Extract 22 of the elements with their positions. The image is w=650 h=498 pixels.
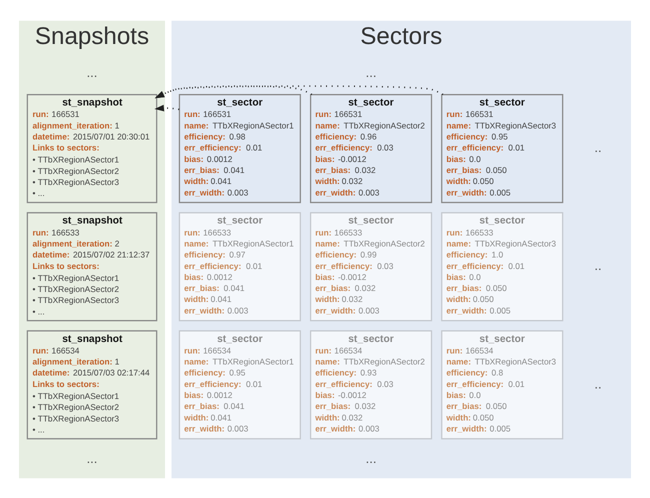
node-box: st_sector run: 166533 name: TTbXRegionASector3 efficiency: 1.0 err_efficiency: 0.01 bias: 0.0 err_bias: 0.050 width: 0.050 err_width: 0.005 [441,212,564,321]
node-box: st_snapshot run: 166533 alignment_iteration: 2 datetime: 2015/07/02 21:12:37 Links to sectors: • TTbXRegionASector1 • TTbXRegionASector2 • TTbXRegionASector3 • ... [26,212,158,321]
node-box: st_sector run: 166533 name: TTbXRegionASector2 efficiency: 0.99 err_efficiency: 0.03 bias: -0.0012 err_bias: 0.032 width: 0.032 err_width: 0.003 [310,212,432,321]
arrow [154,104,180,111]
node-box: st_sector run: 166531 name: TTbXRegionASector1 efficiency: 0.98 err_efficiency: 0.01 bias: 0.0012 err_bias: 0.041 width: 0.041 err_width: 0.003 [178,94,301,203]
node-box: st_sector run: 166534 name: TTbXRegionASector2 efficiency: 0.93 err_efficiency: 0.03 bias: -0.0012 err_bias: 0.032 width: 0.032 err_width: 0.003 [310,330,432,439]
label: ... [366,450,376,466]
label: .. [594,376,602,391]
arrow [154,84,444,98]
label: ... [366,64,376,80]
node-box: st_sector run: 166531 name: TTbXRegionASector2 efficiency: 0.96 err_efficiency: 0.03 bias: -0.0012 err_bias: 0.032 width: 0.032 err_width: 0.003 [310,94,432,203]
label: .. [594,258,602,273]
node-box: st_snapshot run: 166534 alignment_iteration: 1 datetime: 2015/07/03 02:17:44 Links to sectors: • TTbXRegionASector1 • TTbXRegionASector2 • TTbXRegionASector3 • ... [26,330,158,439]
node-box: st_sector run: 166531 name: TTbXRegionASector3 efficiency: 0.95 err_efficiency: 0.01 bias: 0.0 err_bias: 0.050 width: 0.050 err_width: 0.005 [441,94,564,203]
node-box: st_sector run: 166534 name: TTbXRegionASector3 efficiency: 0.8 err_efficiency: 0.01 bias: 0.0 err_bias: 0.050 width: 0.050 err_width: 0.005 [441,330,564,439]
label: .. [594,140,602,155]
label: ... [86,64,98,80]
node-box: st_sector run: 166534 name: TTbXRegionASector1 efficiency: 0.95 err_efficiency: 0.01 bias: 0.0012 err_bias: 0.041 width: 0.041 err_width: 0.003 [178,330,301,439]
label: ... [86,450,98,466]
node-box: st_snapshot run: 166531 alignment_iteration: 1 datetime: 2015/07/01 20:30:01 Links to sectors: • TTbXRegionASector1 • TTbXRegionASector2 • TTbXRegionASector3 • ... [26,94,158,203]
node-box: st_sector run: 166533 name: TTbXRegionASector1 efficiency: 0.97 err_efficiency: 0.01 bias: 0.0012 err_bias: 0.041 width: 0.041 err_width: 0.003 [178,212,301,321]
arrow [154,84,312,98]
